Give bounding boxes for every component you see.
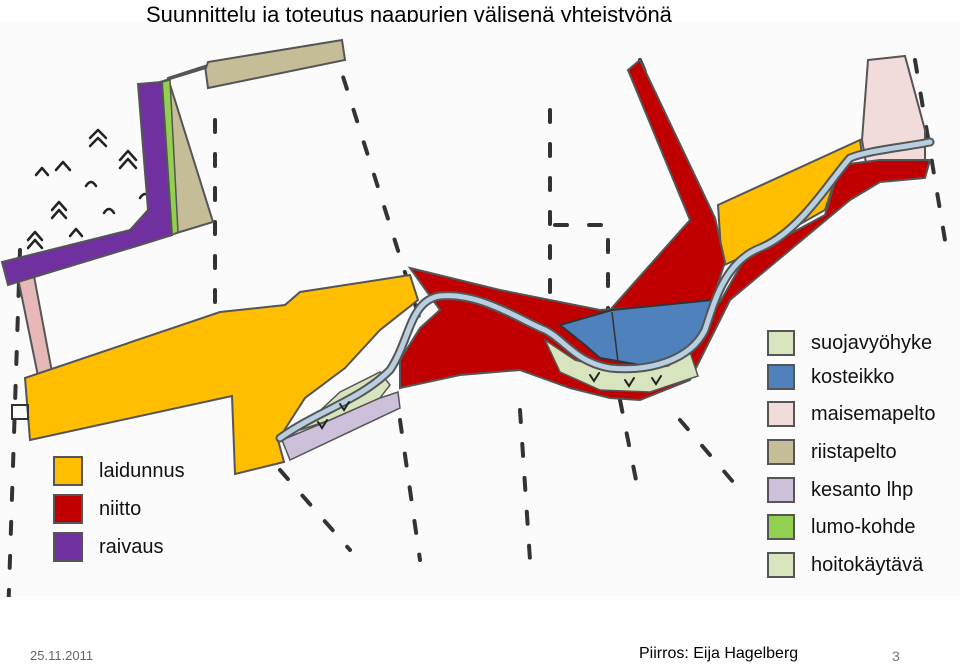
legend-label: niitto bbox=[99, 497, 142, 520]
legend-item-laidunnus: laidunnus bbox=[53, 456, 185, 486]
grass-symbols bbox=[317, 372, 662, 430]
footer-credit: Piirros: Eija Hagelberg bbox=[639, 645, 799, 662]
kosteikko-divider bbox=[611, 311, 619, 363]
legend-swatch-laidunnus bbox=[53, 456, 83, 486]
legend-item-lumo-kohde: lumo-kohde bbox=[767, 514, 916, 540]
legend-label: kosteikko bbox=[811, 365, 895, 388]
legend-item-riistapelto: riistapelto bbox=[767, 439, 897, 465]
forest-symbols bbox=[26, 128, 152, 250]
legend-label: laidunnus bbox=[99, 459, 185, 482]
footer-page-number: 3 bbox=[892, 648, 900, 664]
footer-date: 25.11.2011 bbox=[30, 648, 94, 663]
legend-swatch-suojavyohyke bbox=[767, 330, 795, 356]
legend-swatch-raivaus bbox=[53, 532, 83, 562]
legend-label: lumo-kohde bbox=[811, 515, 916, 538]
legend-swatch-lumo-kohde bbox=[767, 514, 795, 540]
niitto-area-north bbox=[607, 58, 727, 312]
legend-item-raivaus: raivaus bbox=[53, 532, 163, 562]
legend-swatch-kosteikko bbox=[767, 364, 795, 390]
stream-water bbox=[277, 139, 933, 441]
legend-item-kosteikko: kosteikko bbox=[767, 364, 894, 390]
legend-label: kesanto lhp bbox=[811, 478, 914, 501]
legend-swatch-kesanto-lhp bbox=[767, 477, 795, 503]
legend-swatch-hoitokaytava bbox=[767, 552, 795, 578]
legend-item-kesanto-lhp: kesanto lhp bbox=[767, 477, 913, 503]
laidunnus-area-main bbox=[23, 273, 420, 476]
legend-swatch-maisemapelto bbox=[767, 401, 795, 427]
legend-item-suojavyohyke: suojavyöhyke bbox=[767, 330, 932, 356]
legend-label: suojavyöhyke bbox=[811, 331, 933, 354]
legend-label: hoitokäytävä bbox=[811, 553, 924, 576]
legend-swatch-niitto bbox=[53, 494, 83, 524]
legend-item-niitto: niitto bbox=[53, 494, 141, 524]
legend-item-hoitokaytava: hoitokäytävä bbox=[767, 552, 923, 578]
raivaus-area bbox=[0, 80, 174, 287]
culvert-marker bbox=[11, 404, 29, 420]
legend-label: riistapelto bbox=[811, 440, 897, 463]
legend-swatch-riistapelto bbox=[767, 439, 795, 465]
riistapelto-area bbox=[158, 38, 347, 237]
legend-label: raivaus bbox=[99, 535, 164, 558]
kesanto-lhp-area bbox=[281, 390, 401, 462]
land-use-map bbox=[0, 22, 960, 597]
legend-item-maisemapelto: maisemapelto bbox=[767, 401, 936, 427]
legend-label: maisemapelto bbox=[811, 402, 936, 425]
